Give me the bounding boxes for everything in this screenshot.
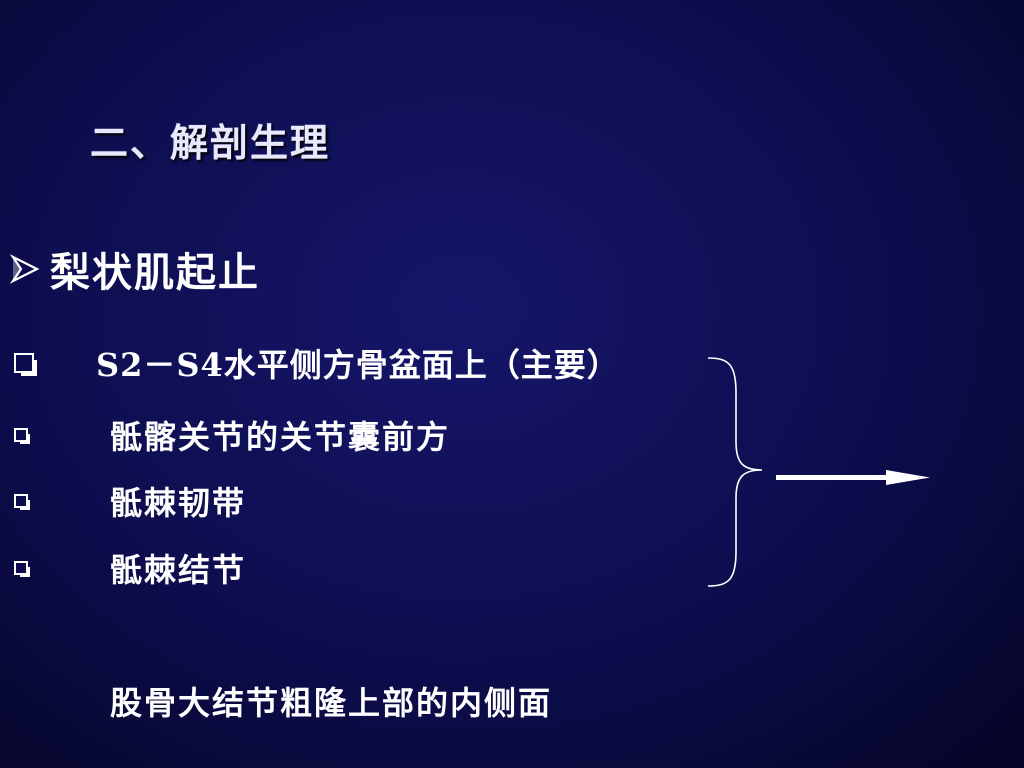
list-item-text: 骶棘结节 bbox=[110, 551, 247, 589]
checkbox-square-bullet-icon bbox=[14, 494, 30, 510]
right-arrow-icon bbox=[776, 470, 930, 485]
checkbox-square-bullet-icon bbox=[14, 353, 37, 376]
list-item-text: S2－S4水平侧方骨盆面上（主要） bbox=[96, 346, 620, 384]
list-item: 骶棘结节 bbox=[14, 545, 246, 591]
section-heading: 梨状肌起止 bbox=[50, 249, 260, 296]
insertion-text: 股骨大结节粗隆上部的内侧面 bbox=[110, 684, 553, 722]
list-item: 骶髂关节的关节囊前方 bbox=[14, 412, 450, 458]
slide-title: 二、解剖生理 bbox=[90, 120, 331, 165]
list-item-text: 骶棘韧带 bbox=[110, 484, 247, 522]
checkbox-square-bullet-icon bbox=[14, 561, 30, 577]
heading-row: 梨状肌起止 bbox=[10, 244, 260, 296]
list-item: S2－S4水平侧方骨盆面上（主要） bbox=[14, 340, 620, 386]
right-curly-brace-icon bbox=[707, 357, 763, 587]
checkbox-square-bullet-icon bbox=[14, 428, 30, 444]
list-item: 骶棘韧带 bbox=[14, 478, 246, 524]
list-item-text: 骶髂关节的关节囊前方 bbox=[110, 418, 451, 456]
arrowhead-bullet-icon bbox=[10, 254, 40, 284]
